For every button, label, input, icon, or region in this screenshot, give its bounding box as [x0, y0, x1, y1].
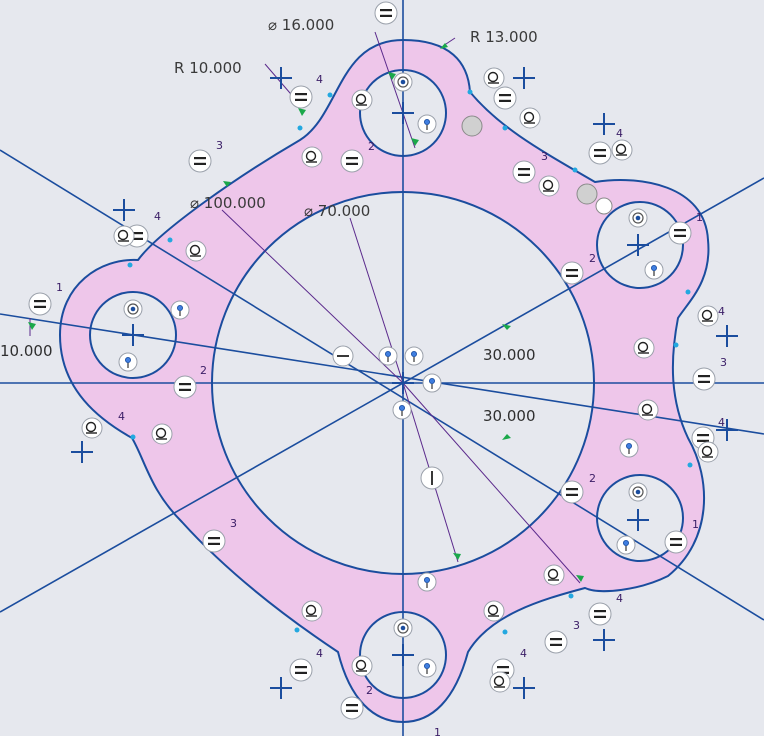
svg-text:2: 2: [200, 364, 207, 377]
svg-text:3: 3: [541, 150, 548, 163]
svg-text:2: 2: [366, 684, 373, 697]
svg-text:2: 2: [589, 472, 596, 485]
svg-text:1: 1: [56, 281, 63, 294]
svg-text:1: 1: [696, 211, 703, 224]
svg-text:2: 2: [589, 252, 596, 265]
svg-text:2: 2: [368, 140, 375, 153]
svg-text:3: 3: [230, 517, 237, 530]
svg-text:1: 1: [434, 726, 441, 736]
arc-tangent-chips[interactable]: [461, 115, 613, 215]
dim-diameter-70[interactable]: ⌀ 70.000: [304, 202, 370, 220]
svg-text:4: 4: [616, 127, 623, 140]
dim-angle-30-lower[interactable]: 30.000: [483, 407, 536, 425]
dim-angle-30-upper[interactable]: 30.000: [483, 346, 536, 364]
constraint-numbers: 4 3 2 4 3 4 2 1 1 4 3 2 4 4 2 1 3 4 3 4 …: [56, 73, 727, 736]
vertical-constraint[interactable]: [420, 466, 444, 490]
dim-diameter-16[interactable]: ⌀ 16.000: [268, 16, 334, 34]
svg-text:4: 4: [316, 647, 323, 660]
svg-text:1: 1: [692, 518, 699, 531]
svg-text:4: 4: [520, 647, 527, 660]
dim-radius-10[interactable]: R 10.000: [174, 59, 242, 77]
svg-text:3: 3: [216, 139, 223, 152]
svg-text:4: 4: [154, 210, 161, 223]
svg-text:4: 4: [118, 410, 125, 423]
arrow-tips: [28, 43, 584, 582]
svg-text:3: 3: [720, 356, 727, 369]
svg-text:4: 4: [616, 592, 623, 605]
vertex-points[interactable]: [127, 89, 693, 635]
dim-diameter-100[interactable]: ⌀ 100.000: [190, 194, 266, 212]
svg-text:4: 4: [718, 416, 725, 429]
dim-linear-10[interactable]: 10.000: [0, 342, 53, 360]
svg-text:3: 3: [573, 619, 580, 632]
dim-radius-13[interactable]: R 13.000: [470, 28, 538, 46]
horizontal-constraint[interactable]: [332, 345, 354, 367]
svg-text:4: 4: [718, 305, 725, 318]
svg-text:4: 4: [316, 73, 323, 86]
